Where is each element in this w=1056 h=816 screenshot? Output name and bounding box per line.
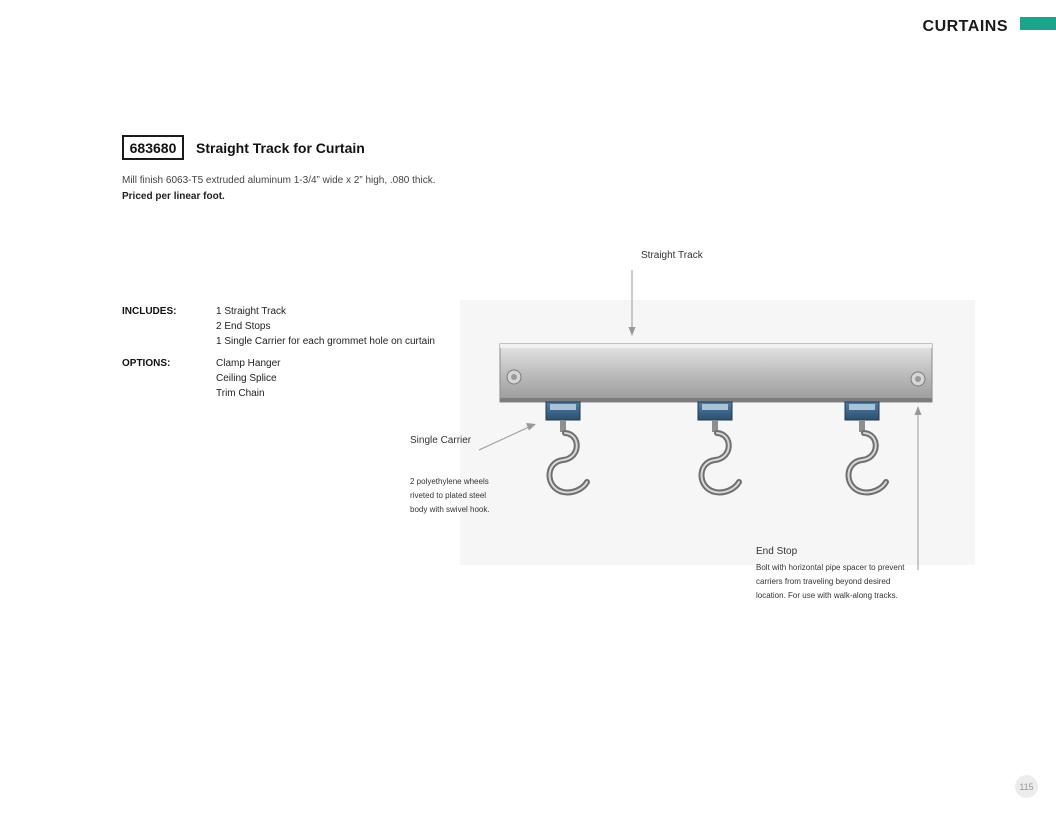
- end-stop-bolt-left: [506, 369, 522, 385]
- description-line: riveted to plated steel: [410, 491, 487, 500]
- list-item: Trim Chain: [216, 388, 265, 399]
- options-label: OPTIONS:: [122, 358, 171, 369]
- list-item: Clamp Hanger: [216, 358, 281, 369]
- track-illustration: [460, 270, 975, 570]
- straight-track-arrow: [628, 270, 636, 336]
- page-number: 115: [1015, 775, 1038, 798]
- end-stop-bolt-right: [910, 371, 926, 387]
- section-tab-marker: [1020, 17, 1056, 30]
- straight-track: [499, 343, 933, 403]
- description-line: carriers from traveling beyond desired: [756, 577, 891, 586]
- single-carrier: [844, 401, 889, 496]
- options-list: Clamp Hanger Ceiling Splice Trim Chain: [216, 356, 280, 401]
- single-carrier: [697, 401, 742, 496]
- section-title: CURTAINS: [922, 18, 1008, 35]
- list-item: 1 Single Carrier for each grommet hole o…: [216, 336, 435, 347]
- single-carrier-arrow: [478, 423, 536, 451]
- product-title: Straight Track for Curtain: [196, 140, 365, 156]
- product-description: Mill finish 6063-T5 extruded aluminum 1-…: [122, 175, 436, 186]
- product-sku-box: 683680: [122, 135, 184, 160]
- description-line: location. For use with walk-along tracks…: [756, 591, 898, 600]
- description-line: Bolt with horizontal pipe spacer to prev…: [756, 563, 905, 572]
- list-item: 2 End Stops: [216, 321, 271, 332]
- single-carrier-callout: Single Carrier: [410, 435, 472, 446]
- straight-track-callout: Straight Track: [641, 250, 703, 261]
- includes-list: 1 Straight Track 2 End Stops 1 Single Ca…: [216, 304, 435, 349]
- includes-label: INCLUDES:: [122, 306, 177, 317]
- end-stop-callout: End Stop: [756, 546, 798, 557]
- single-carrier: [545, 401, 590, 496]
- end-stop-description: Bolt with horizontal pipe spacer to prev…: [756, 561, 926, 603]
- end-stop-arrow: [914, 406, 922, 570]
- description-line: 2 polyethylene wheels: [410, 477, 489, 486]
- list-item: 1 Straight Track: [216, 306, 287, 317]
- description-line: body with swivel hook.: [410, 505, 490, 514]
- single-carrier-description: 2 polyethylene wheels riveted to plated …: [410, 475, 510, 517]
- price-note: Priced per linear foot.: [122, 191, 225, 202]
- list-item: Ceiling Splice: [216, 373, 277, 384]
